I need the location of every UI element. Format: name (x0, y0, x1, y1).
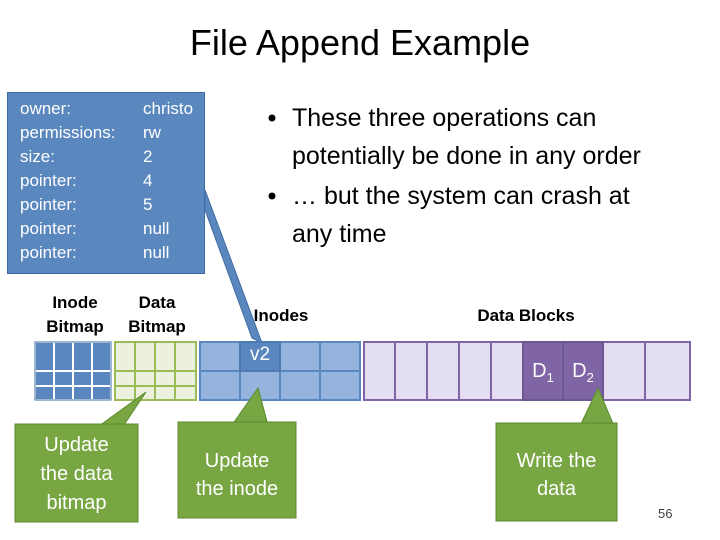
bullet-1-line-1: These three operations can (292, 104, 597, 132)
inodes-label: Inodes (253, 306, 309, 325)
inode-value-permissions: rw (143, 123, 161, 142)
v2-label: v2 (249, 344, 271, 365)
inode-key-size: size: (20, 147, 55, 166)
inode-bitmap (34, 341, 112, 401)
data-bitmap-label-line-2: Bitmap (128, 317, 186, 336)
inode-value-pointer-1: 4 (143, 171, 153, 190)
data-blocks-label: Data Blocks (477, 306, 575, 325)
inode-bitmap-label-line-1: Inode (52, 293, 98, 312)
inode-value-pointer-4: null (143, 243, 170, 262)
callout-bitmap-text-1: Update (44, 434, 109, 456)
bullet-dot-2 (268, 192, 276, 200)
v2-block (239, 341, 281, 372)
d1-block (522, 341, 564, 401)
inode-value-pointer-3: null (143, 219, 170, 238)
inode-value-owner: christo (143, 99, 194, 118)
bullet-2-line-2: any time (292, 220, 387, 248)
callout-bitmap-bubble (14, 423, 139, 523)
inode-key-permissions: permissions: (20, 123, 116, 142)
inode-bitmap-label-line-2: Bitmap (46, 317, 104, 336)
d2-label: D2 (563, 360, 603, 385)
inode-key-pointer-3: pointer: (20, 219, 77, 238)
inode-value-pointer-2: 5 (143, 195, 153, 214)
callout-inode-text-2: the inode (195, 478, 279, 500)
d1-letter: D (532, 360, 547, 382)
callout-data-text-1: Write the (516, 450, 597, 472)
callout-inode-text-1: Update (204, 450, 270, 472)
callout-data-text-2: data (537, 478, 576, 500)
data-bitmap (114, 341, 197, 401)
inode-contents-box: owner: christo permissions: rw size: 2 p… (7, 92, 205, 274)
callout-bitmap-text-3: bitmap (46, 492, 107, 514)
inode-key-pointer-4: pointer: (20, 243, 77, 262)
callout-inode-bubble (177, 421, 297, 519)
bullet-dot-1 (268, 114, 276, 122)
d2-subscript: 2 (586, 370, 594, 385)
d1-subscript: 1 (546, 370, 554, 385)
d2-block (562, 341, 604, 401)
page-number: 56 (658, 506, 673, 521)
callout-bitmap-text-2: the data (40, 463, 113, 485)
inode-key-pointer-1: pointer: (20, 171, 77, 190)
d2-letter: D (572, 360, 587, 382)
callout-data-bubble (495, 422, 618, 522)
inode-key-pointer-2: pointer: (20, 195, 77, 214)
bullet-2-line-1: … but the system can crash at (292, 182, 630, 210)
d1-label: D1 (523, 360, 563, 385)
slide-title: File Append Example (189, 22, 531, 63)
inode-key-owner: owner: (20, 99, 72, 118)
inode-box-tail (204, 189, 263, 345)
data-bitmap-label-line-1: Data (138, 293, 176, 312)
bullet-1-line-2: potentially be done in any order (292, 142, 641, 170)
inode-value-size: 2 (143, 147, 153, 166)
